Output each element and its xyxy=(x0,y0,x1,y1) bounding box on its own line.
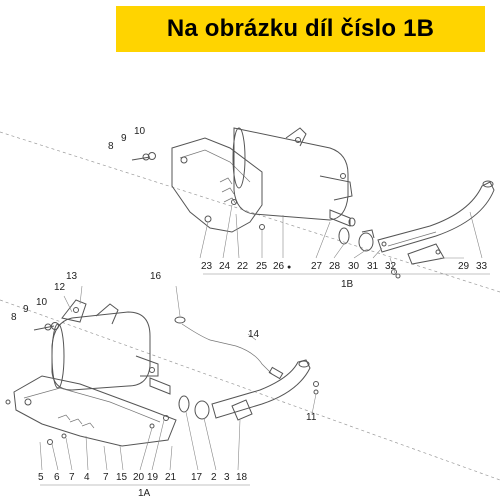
callout: 22 xyxy=(237,261,249,272)
callout: 21 xyxy=(165,472,177,483)
lower-assembly xyxy=(5,285,319,471)
callout: 12 xyxy=(54,282,66,293)
callout: 14 xyxy=(248,329,260,340)
callout: 29 xyxy=(458,261,470,272)
upper-front-pipe xyxy=(377,181,495,253)
callout: 24 xyxy=(219,261,231,272)
callout: 11 xyxy=(306,412,317,423)
callout: 33 xyxy=(476,261,488,272)
group-label-1b: 1B xyxy=(341,279,354,290)
title-text: Na obrázku díl číslo 1B xyxy=(166,15,435,42)
callout: 10 xyxy=(36,297,48,308)
callout: 5 xyxy=(38,472,44,483)
lower-front-pipe xyxy=(211,359,311,419)
upper-assembly xyxy=(131,127,495,279)
callout: 6 xyxy=(54,472,60,483)
lower-callouts: 13 12 8 9 10 16 14 11 5 6 7 4 7 15 20 19… xyxy=(11,271,317,499)
marker: ● xyxy=(287,264,291,271)
callout: 8 xyxy=(108,141,114,152)
callout: 18 xyxy=(236,472,248,483)
callout: 31 xyxy=(367,261,379,272)
callout: 23 xyxy=(201,261,213,272)
callout: 17 xyxy=(191,472,203,483)
callout: 8 xyxy=(11,312,17,323)
frame-lines xyxy=(0,131,500,481)
callout: 27 xyxy=(311,261,323,272)
callout: 25 xyxy=(256,261,268,272)
callout: 4 xyxy=(84,472,90,483)
callout: 15 xyxy=(116,472,128,483)
upper-gasket xyxy=(338,227,350,245)
callout: 9 xyxy=(121,133,127,144)
lambda-sensor-wire xyxy=(181,323,273,375)
callout: 7 xyxy=(69,472,75,483)
callout: 19 xyxy=(147,472,159,483)
lower-muffler xyxy=(51,311,151,391)
callout: 2 xyxy=(211,472,217,483)
upper-muffler xyxy=(233,127,349,221)
upper-bolt xyxy=(131,152,156,161)
callout: 26 xyxy=(273,261,285,272)
callout: 3 xyxy=(224,472,230,483)
lower-o-ring xyxy=(174,316,186,324)
title-banner: Na obrázku díl číslo 1B xyxy=(116,6,485,52)
upper-heat-shield xyxy=(171,137,263,233)
callout: 32 xyxy=(385,261,397,272)
callout: 9 xyxy=(23,304,29,315)
lower-heat-shield xyxy=(13,375,177,447)
callout: 13 xyxy=(66,271,78,282)
callout: 28 xyxy=(329,261,341,272)
callout: 30 xyxy=(348,261,360,272)
callout: 10 xyxy=(134,126,146,137)
upper-clamp xyxy=(358,232,374,252)
callout: 20 xyxy=(133,472,145,483)
callout: 16 xyxy=(150,271,162,282)
upper-callouts: 8 9 10 23 24 22 25 26 ● 27 28 30 31 32 2… xyxy=(108,126,490,290)
group-label-1a: 1A xyxy=(138,488,151,499)
callout: 7 xyxy=(103,472,109,483)
